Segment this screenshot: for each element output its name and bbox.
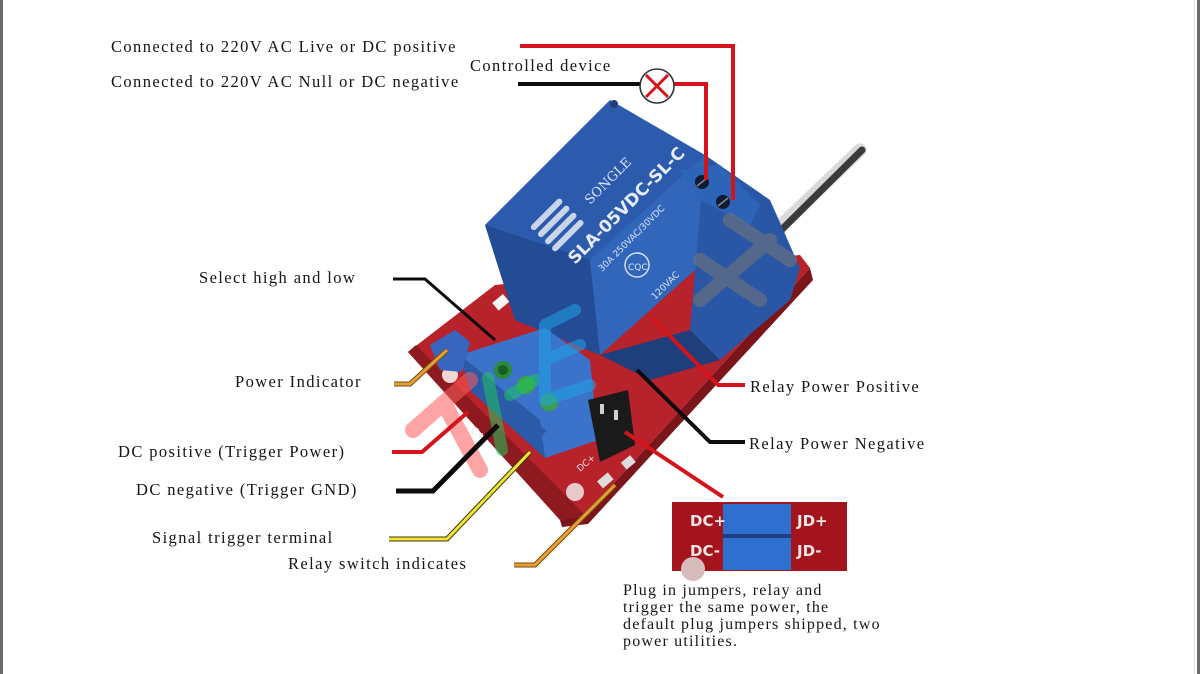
relay-body: SONGLE SLA-05VDC-SL-C 30A 250VAC/30VDC C… (485, 100, 800, 380)
label-power-indicator: Power Indicator (235, 372, 362, 391)
jumper-inset: DC+ DC- JD+ JD- (672, 502, 847, 581)
jumper-note: Plug in jumpers, relay and trigger the s… (623, 582, 963, 650)
trigger-terminal-block (430, 328, 598, 458)
label-relay-power-negative: Relay Power Negative (749, 434, 926, 453)
label-dc-positive: DC positive (Trigger Power) (118, 442, 346, 461)
note-line: power utilities. (623, 633, 739, 650)
note-line: trigger the same power, the (623, 599, 830, 616)
note-line: Plug in jumpers, relay and (623, 582, 823, 599)
controlled-device-lamp-icon (639, 68, 675, 104)
label-ac-null: Connected to 220V AC Null or DC negative (111, 72, 460, 91)
label-signal-trigger: Signal trigger terminal (152, 528, 334, 547)
label-relay-power-positive: Relay Power Positive (750, 377, 921, 396)
label-ac-live: Connected to 220V AC Live or DC positive (111, 37, 457, 56)
relay-cert: CQC (628, 263, 648, 273)
inset-dc-plus: DC+ (690, 512, 726, 530)
watermark (405, 213, 797, 478)
label-controlled-device: Controlled device (470, 56, 612, 75)
frame-border-right (1197, 0, 1200, 674)
frame-border-right-inner (1194, 0, 1195, 674)
jumper-header (588, 390, 635, 462)
label-relay-switch: Relay switch indicates (288, 554, 468, 573)
label-select-high-low: Select high and low (199, 268, 357, 287)
note-line: default plug jumpers shipped, two (623, 616, 881, 633)
inset-jd-plus: JD+ (796, 512, 828, 530)
frame-border-left (0, 0, 3, 674)
label-dc-negative: DC negative (Trigger GND) (136, 480, 358, 499)
inset-jd-minus: JD- (796, 542, 822, 560)
inset-dc-minus: DC- (690, 542, 720, 560)
leader-lines (389, 44, 745, 568)
